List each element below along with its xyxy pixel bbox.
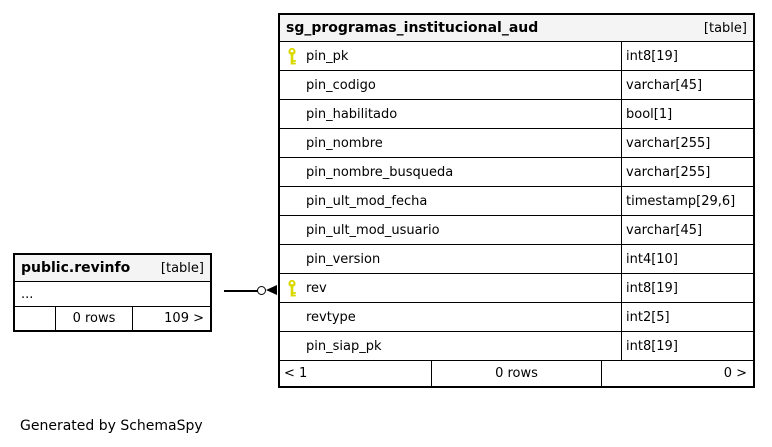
table-row: pin_nombre_busqueda varchar[255]	[280, 158, 753, 187]
table-footer: < 1 0 rows 0 >	[280, 361, 753, 386]
table-node-revinfo[interactable]: public.revinfo [table] ... 0 rows 109 >	[13, 253, 212, 332]
column-type: varchar[45]	[626, 222, 703, 238]
column-name: pin_ult_mod_fecha	[306, 193, 428, 209]
collapsed-columns-row: ...	[15, 282, 210, 307]
column-name-cell: pin_siap_pk	[280, 332, 622, 360]
aud-columns: pin_pk int8[19] pin_codigo varchar[45]	[280, 42, 753, 361]
column-name-cell: pin_habilitado	[280, 100, 622, 128]
primary-key-icon	[288, 47, 296, 65]
table-node-aud[interactable]: sg_programas_institucional_aud [table] p…	[278, 13, 755, 388]
column-name-cell: pin_ult_mod_fecha	[280, 187, 622, 215]
table-title: sg_programas_institucional_aud	[286, 20, 539, 36]
column-name-cell: pin_codigo	[280, 71, 622, 99]
primary-key-icon	[288, 279, 296, 297]
column-type: varchar[255]	[626, 164, 711, 180]
table-row: rev int8[19]	[280, 274, 753, 303]
column-name-cell: pin_ult_mod_usuario	[280, 216, 622, 244]
column-name: pin_habilitado	[306, 106, 398, 122]
column-name: revtype	[306, 309, 356, 325]
generated-by-note: Generated by SchemaSpy	[20, 418, 203, 434]
crow-arrowhead-icon	[266, 285, 277, 295]
column-name: pin_pk	[306, 48, 349, 64]
footer-cell-rows: 0 rows	[56, 307, 133, 330]
footer-cell-left: < 1	[280, 361, 432, 386]
column-type: int2[5]	[626, 309, 670, 325]
table-row: pin_codigo varchar[45]	[280, 71, 753, 100]
footer-cell-rows: 0 rows	[432, 361, 602, 386]
table-title: public.revinfo	[21, 260, 131, 276]
column-name: pin_codigo	[306, 77, 376, 93]
column-type: int8[19]	[626, 280, 678, 296]
table-type-badge: [table]	[160, 260, 204, 276]
table-row: pin_habilitado bool[1]	[280, 100, 753, 129]
table-row: revtype int2[5]	[280, 303, 753, 332]
column-type: varchar[45]	[626, 77, 703, 93]
table-row: pin_ult_mod_fecha timestamp[29,6]	[280, 187, 753, 216]
column-name: pin_version	[306, 251, 381, 267]
footer-cell-left	[15, 307, 56, 330]
column-name: pin_nombre_busqueda	[306, 164, 454, 180]
column-type: int8[19]	[626, 338, 678, 354]
table-row: pin_ult_mod_usuario varchar[45]	[280, 216, 753, 245]
table-row: pin_nombre varchar[255]	[280, 129, 753, 158]
column-name-cell: revtype	[280, 303, 622, 331]
table-row: pin_version int4[10]	[280, 245, 753, 274]
column-name-cell: pin_pk	[280, 42, 622, 70]
column-name-cell: pin_version	[280, 245, 622, 273]
column-name: pin_ult_mod_usuario	[306, 222, 440, 238]
column-type: int8[19]	[626, 48, 678, 64]
column-name-cell: rev	[280, 274, 622, 302]
table-type-badge: [table]	[703, 20, 747, 36]
column-name: rev	[306, 280, 327, 296]
column-type: int4[10]	[626, 251, 678, 267]
column-name: pin_siap_pk	[306, 338, 382, 354]
table-footer: 0 rows 109 >	[15, 307, 210, 330]
table-row: pin_siap_pk int8[19]	[280, 332, 753, 361]
column-name: pin_nombre	[306, 135, 383, 151]
edge-line	[224, 290, 258, 292]
table-header[interactable]: sg_programas_institucional_aud [table]	[280, 15, 753, 42]
odot-circle-icon	[257, 286, 266, 295]
footer-cell-right: 109 >	[164, 311, 204, 326]
column-type: timestamp[29,6]	[626, 193, 736, 209]
table-header[interactable]: public.revinfo [table]	[15, 255, 210, 282]
table-row: pin_pk int8[19]	[280, 42, 753, 71]
column-name-cell: pin_nombre_busqueda	[280, 158, 622, 186]
column-type: bool[1]	[626, 106, 673, 122]
column-name-cell: pin_nombre	[280, 129, 622, 157]
footer-cell-right: 0 >	[723, 366, 747, 381]
column-type: varchar[255]	[626, 135, 711, 151]
